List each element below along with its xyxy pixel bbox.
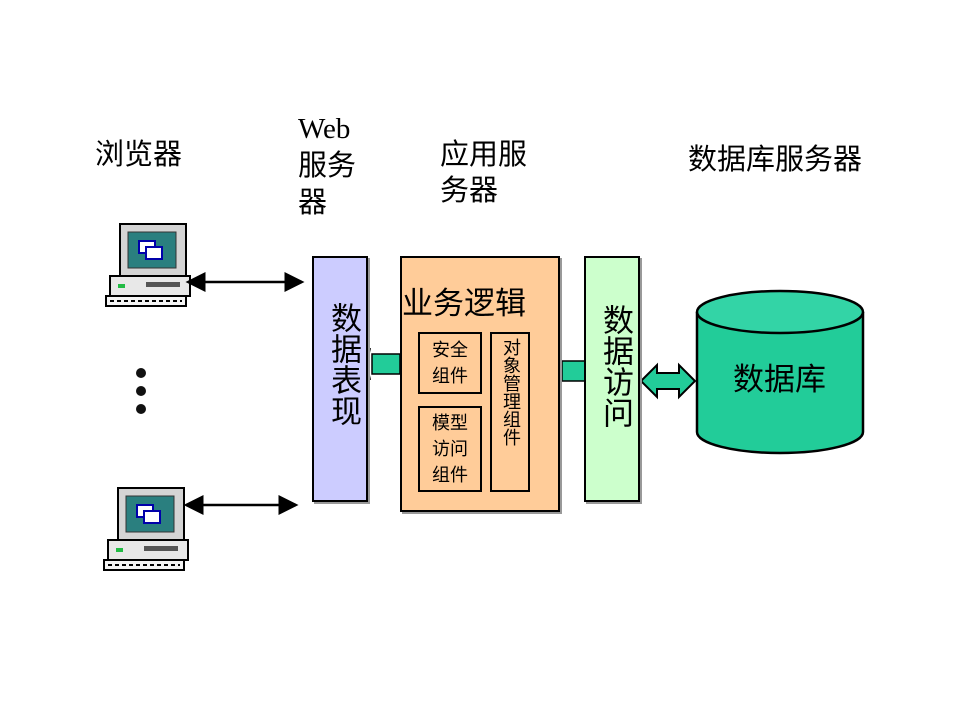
browser-label: 浏览器: [95, 137, 183, 171]
app-server-label-line2: 务器: [440, 173, 499, 207]
object-management-label: 对象管理组件: [500, 338, 521, 446]
business-tier-box: 业务逻辑 安全 组件 模型 访问 组件 对象管理组件: [400, 256, 560, 512]
app-server-label-line1: 应用服: [440, 137, 528, 171]
presentation-tier-label: 数据表现: [325, 302, 361, 426]
model-access-label-2: 访问: [432, 439, 468, 460]
business-tier-label: 业务逻辑: [402, 286, 526, 322]
ellipsis-dot: [136, 368, 146, 378]
security-component-label-2: 组件: [432, 366, 468, 387]
security-component-box: 安全 组件: [418, 332, 482, 394]
ellipsis-dot: [136, 386, 146, 396]
model-access-label-1: 模型: [432, 413, 468, 434]
computer-icon: [105, 223, 191, 307]
data-access-tier-label: 数据访问: [597, 304, 633, 428]
presentation-tier-box: 数据表现: [312, 256, 368, 502]
database-label: 数据库: [733, 362, 826, 398]
web-server-label-line2: 服务: [298, 148, 357, 182]
security-component-label-1: 安全: [432, 340, 468, 361]
object-management-component-box: 对象管理组件: [490, 332, 530, 492]
dataaccess-database-arrow: [639, 362, 697, 400]
database-cylinder: [695, 289, 865, 455]
web-server-label-line3: 器: [298, 185, 328, 219]
model-access-label-3: 组件: [432, 465, 468, 486]
data-access-tier-box: 数据访问: [584, 256, 640, 502]
model-access-component-box: 模型 访问 组件: [418, 406, 482, 492]
db-server-label: 数据库服务器: [688, 142, 863, 176]
web-server-label-line1: Web: [298, 113, 351, 145]
ellipsis-dot: [136, 404, 146, 414]
connector-presentation-business: [367, 347, 405, 381]
computer-icon: [103, 487, 189, 571]
